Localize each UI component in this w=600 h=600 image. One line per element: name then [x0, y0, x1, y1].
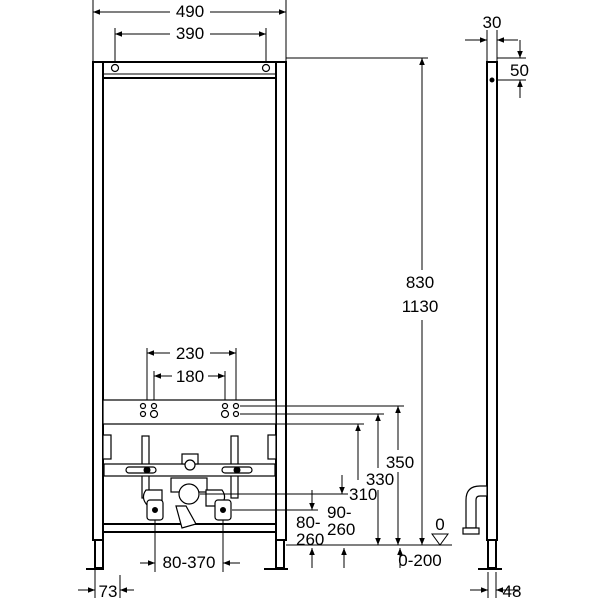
dim-overall-width: 490 — [176, 2, 204, 21]
drain-pipe — [142, 477, 232, 529]
mounting-plate — [102, 399, 277, 425]
dimension-height: 830 1130 — [286, 57, 442, 546]
dimension-330-ref — [240, 423, 364, 480]
dim-drain-260a: 260 — [296, 530, 324, 549]
dim-drain-80: 80- — [296, 513, 321, 532]
dim-foot-width: 73 — [99, 582, 118, 600]
foot-right — [275, 539, 285, 569]
dim-drain-90: 90- — [327, 503, 352, 522]
dim-height-830: 830 — [406, 273, 434, 292]
dimension-0-200: 0-200 — [397, 548, 442, 570]
dimension-350: 350 — [240, 405, 414, 545]
dim-drain-260b: 260 — [327, 520, 355, 539]
dimension-48: 48 — [470, 572, 521, 600]
dim-height-1130: 1130 — [402, 297, 439, 316]
dimension-490: 490 — [92, 0, 287, 62]
dimension-330: 330 — [240, 413, 394, 545]
dim-frame-depth: 30 — [483, 13, 502, 32]
dimension-80-370: 80-370 — [140, 520, 240, 572]
dim-top-offset: 50 — [510, 61, 529, 80]
front-frame — [86, 61, 288, 570]
mounting-hole-right — [261, 63, 271, 73]
dimension-90-260: 90- 260 — [327, 503, 355, 568]
dimension-80-260: 80- 260 — [232, 490, 324, 568]
dim-drain-offset: 80-370 — [163, 553, 216, 572]
dimension-310: 310 — [200, 475, 377, 504]
dimension-30: 30 — [465, 13, 518, 62]
dim-connection-outer: 230 — [176, 344, 204, 363]
dimension-50: 50 — [497, 40, 529, 98]
dimension-180: 180 — [153, 366, 226, 400]
support-brackets — [102, 434, 277, 499]
foot-left — [94, 539, 104, 569]
dimension-73: 73 — [78, 568, 134, 600]
dim-foot-depth: 48 — [503, 582, 522, 600]
mounting-hole-left — [110, 63, 120, 73]
dimension-230: 230 — [146, 343, 237, 400]
dimension-390: 390 — [114, 22, 267, 62]
side-frame — [462, 61, 502, 570]
floor-level-marker: 0 — [428, 515, 452, 546]
dim-floor-adjust: 0-200 — [398, 551, 441, 570]
dim-supply-330: 330 — [366, 470, 394, 489]
dim-floor-zero: 0 — [435, 515, 444, 534]
dim-connection-inner: 180 — [176, 367, 204, 386]
dim-supply-350: 350 — [386, 453, 414, 472]
dim-drain-310: 310 — [349, 485, 377, 504]
dim-hole-spacing: 390 — [176, 24, 204, 43]
side-foot — [487, 539, 497, 569]
